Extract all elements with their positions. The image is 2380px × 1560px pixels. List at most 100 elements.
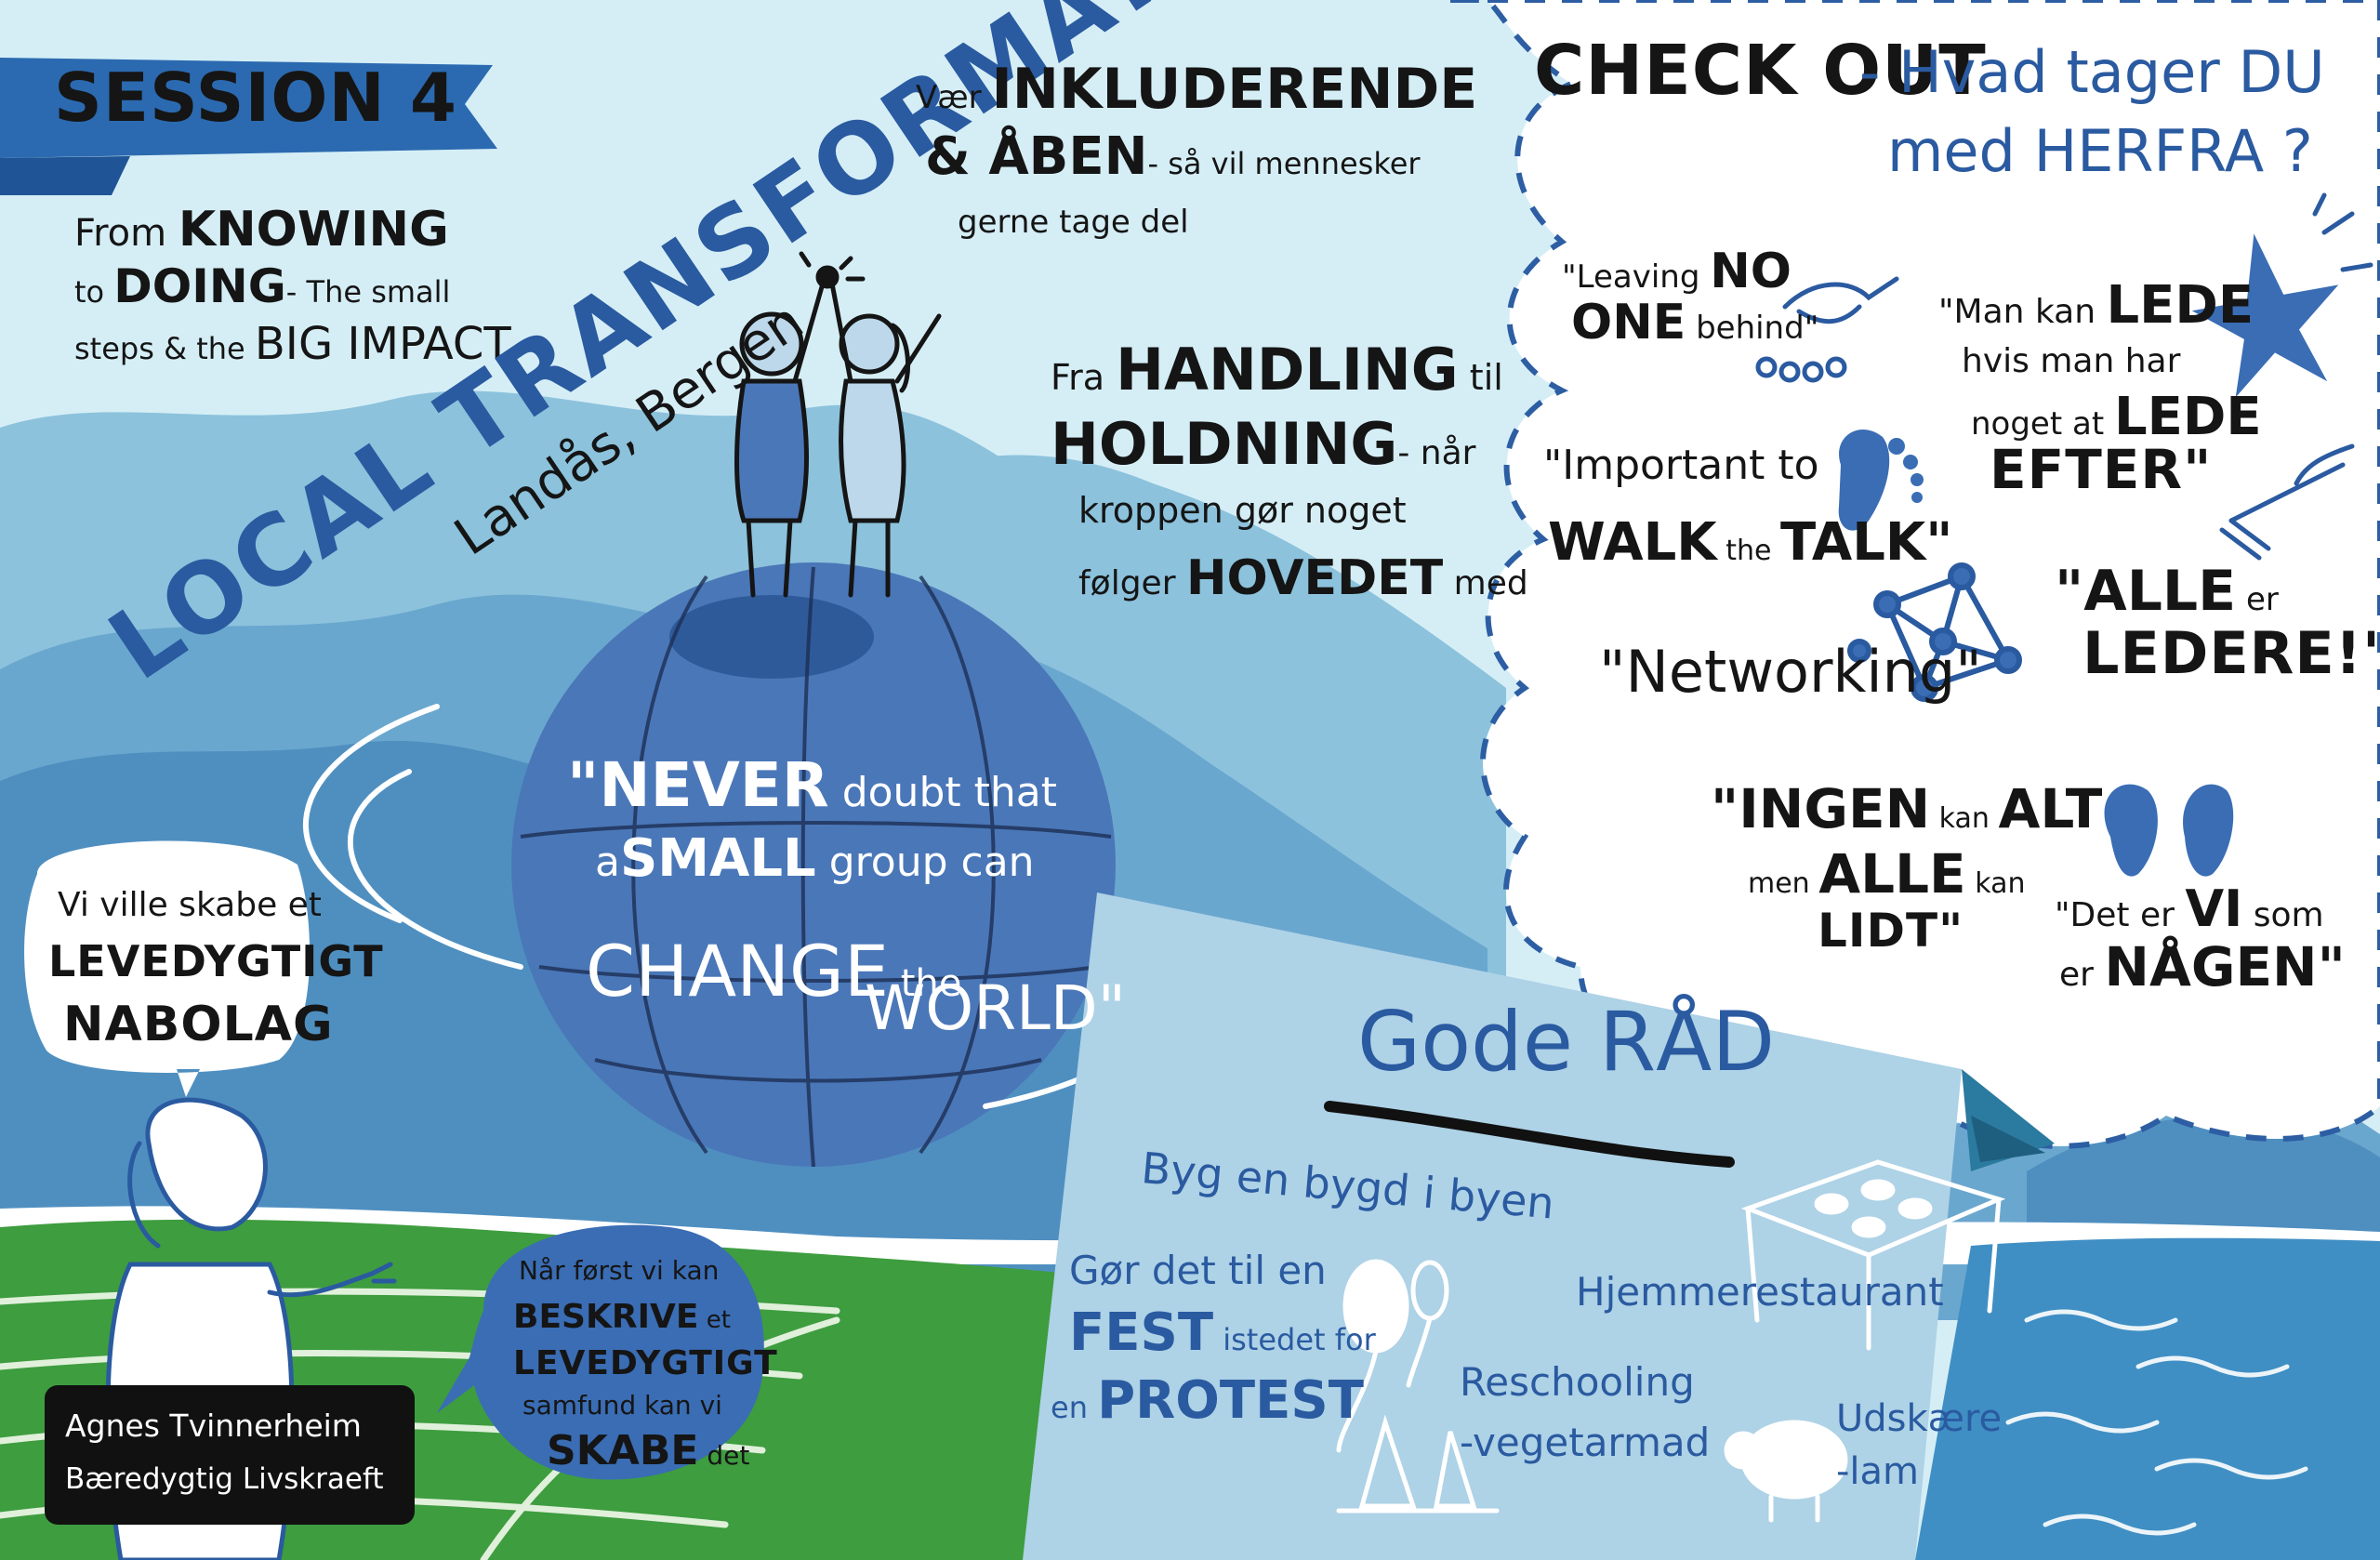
star-icon bbox=[2191, 192, 2373, 398]
q6-alle: "ALLE bbox=[2055, 559, 2237, 624]
q7-det-er: "Det er bbox=[2055, 896, 2175, 934]
bubble-skabe: SKABE bbox=[547, 1427, 699, 1474]
raad-fest-line1: Gør det til en bbox=[1069, 1248, 1327, 1293]
raad-en: en bbox=[1051, 1390, 1088, 1425]
table-icon bbox=[1740, 1159, 2006, 1351]
raad-protest: PROTEST bbox=[1097, 1370, 1364, 1431]
include-tage-del: gerne tage del bbox=[958, 204, 1189, 241]
quote-a: a bbox=[595, 839, 620, 886]
include-aaben: & ÅBEN bbox=[925, 126, 1148, 187]
raad-istedet: istedet for bbox=[1223, 1322, 1376, 1357]
q4-kan: kan bbox=[1938, 802, 1990, 835]
q1-no: NO bbox=[1710, 244, 1792, 299]
q4-alle: ALLE bbox=[1818, 842, 1966, 906]
speech-bubble-icon bbox=[24, 840, 311, 1097]
speaker-name: Agnes Tvinnerheim bbox=[65, 1408, 362, 1444]
bubble-line3: LEVEDYGTIGT bbox=[513, 1344, 778, 1382]
bubble-beskrive: BESKRIVE bbox=[513, 1298, 699, 1336]
intro-small: - The small bbox=[285, 274, 451, 310]
q4-alt: ALT bbox=[1998, 777, 2103, 840]
include-vaer: Vær bbox=[916, 79, 982, 116]
q6-ledere: LEDERE!" bbox=[2082, 619, 2380, 687]
q6-er: er bbox=[2245, 581, 2279, 618]
intro-knowing: KNOWING bbox=[178, 202, 449, 258]
banner-icon bbox=[0, 58, 497, 195]
intro-to: to bbox=[74, 274, 105, 310]
gode-raad-title: Gode RÅD bbox=[1357, 994, 1776, 1090]
raad-fest: FEST bbox=[1069, 1302, 1214, 1363]
q2-the: the bbox=[1726, 535, 1772, 567]
quote-networking: "Networking" bbox=[1599, 638, 1982, 706]
q2-important: "Important to bbox=[1543, 442, 1819, 489]
intro-doing: DOING bbox=[113, 259, 286, 313]
pointing-hand-icon bbox=[2219, 443, 2355, 561]
handling-med: med bbox=[1453, 564, 1528, 602]
q4-ingen: "INGEN bbox=[1711, 777, 1931, 840]
quote-doubt: doubt that bbox=[841, 769, 1057, 816]
q7-som: som bbox=[2253, 896, 2324, 934]
intro-from: From bbox=[74, 212, 167, 255]
raad-reschooling: Reschooling bbox=[1460, 1359, 1695, 1405]
q7-er: er bbox=[2059, 956, 2094, 994]
q4-lidt: LIDT" bbox=[1818, 904, 1964, 958]
bubble-et: et bbox=[706, 1306, 731, 1334]
quote-world: WORLD" bbox=[865, 972, 1127, 1044]
globe-icon bbox=[302, 562, 1168, 1168]
quote-never: "NEVER bbox=[567, 749, 829, 821]
q4-men: men bbox=[1748, 867, 1810, 900]
q2-walk: WALK bbox=[1548, 512, 1717, 573]
handling-folger: følger bbox=[1078, 564, 1176, 602]
speech-line1: Vi ville skabe et bbox=[58, 886, 322, 924]
handling-word: HANDLING bbox=[1116, 336, 1459, 403]
handshake-icon bbox=[1755, 276, 1899, 383]
footprint-icon bbox=[1838, 429, 1924, 531]
network-icon bbox=[1847, 562, 2022, 702]
intro-steps: steps & the bbox=[74, 331, 245, 366]
q5-hvis: hvis man har bbox=[1962, 342, 2181, 380]
q5-efter: EFTER" bbox=[1990, 438, 2213, 501]
include-inkluderende: INKLUDERENDE bbox=[991, 57, 1478, 122]
speech-line3: NABOLAG bbox=[63, 997, 334, 1052]
quote-change: CHANGE bbox=[586, 930, 889, 1012]
sticky-note bbox=[1023, 892, 2055, 1560]
intro-big-impact: BIG IMPACT bbox=[254, 318, 511, 370]
raad-vegetarmad: -vegetarmad bbox=[1460, 1420, 1711, 1465]
holdning-naar: - når bbox=[1397, 434, 1476, 472]
bubble-line4: samfund kan vi bbox=[522, 1390, 722, 1421]
raad-hjemmerestaurant: Hjemmerestaurant bbox=[1576, 1269, 1944, 1315]
holdning-word: HOLDNING bbox=[1051, 410, 1398, 478]
q1-behind: behind" bbox=[1696, 310, 1819, 347]
q5-man-kan: "Man kan bbox=[1938, 293, 2096, 331]
q7-vi: VI bbox=[2185, 879, 2243, 938]
bubble-det: det bbox=[707, 1440, 750, 1471]
sailboat-icon bbox=[1336, 1414, 1500, 1514]
quote-small: SMALL bbox=[619, 828, 816, 889]
quote-group: group can bbox=[828, 839, 1035, 886]
session-label: SESSION 4 bbox=[54, 59, 457, 137]
speech-line2: LEVEDYGTIGT bbox=[48, 936, 384, 986]
checkout-question-b: med HERFRA ? bbox=[1887, 117, 2313, 185]
q4-kan-2: kan bbox=[1975, 867, 2026, 900]
q1-one: ONE bbox=[1571, 295, 1686, 350]
q5-lede: LEDE bbox=[2106, 275, 2254, 336]
checkout-question-a: - Hvad tager DU bbox=[1859, 38, 2325, 106]
raad-udskaere: Udskære bbox=[1836, 1397, 2003, 1440]
handling-fra: Fra bbox=[1051, 357, 1105, 398]
balloons-icon bbox=[1336, 1259, 1449, 1453]
quote-the: the bbox=[900, 962, 962, 1005]
q2-talk: TALK" bbox=[1780, 512, 1953, 573]
high-five-people-icon bbox=[734, 251, 942, 598]
sheep-icon bbox=[1724, 1420, 1848, 1523]
q7-naagen: NÅGEN" bbox=[2104, 935, 2346, 998]
q5-lede-2: LEDE bbox=[2113, 387, 2262, 447]
include-mennesker: - så vil mennesker bbox=[1147, 146, 1421, 181]
checkout-title: CHECK OUT bbox=[1534, 31, 1987, 111]
q5-noget: noget at bbox=[1971, 405, 2105, 443]
raad-lam: -lam bbox=[1836, 1450, 1920, 1493]
bubble-line1: Når først vi kan bbox=[519, 1255, 720, 1286]
handling-til: til bbox=[1469, 357, 1503, 398]
handling-kroppen: kroppen gør noget bbox=[1078, 490, 1407, 531]
speaker-org: Bæredygtig Livskraeft bbox=[65, 1462, 384, 1496]
